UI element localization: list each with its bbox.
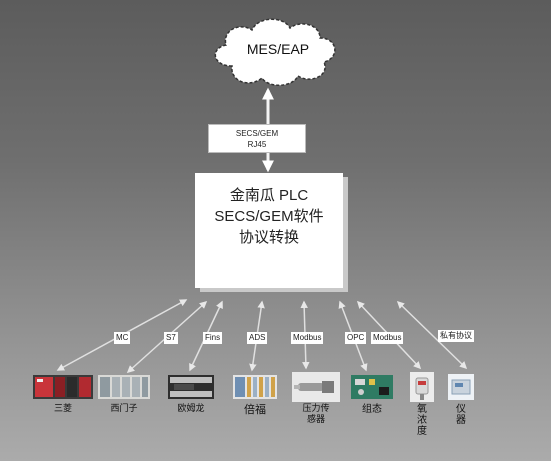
plc-converter-box: 金南瓜 PLC SECS/GEM软件 协议转换 bbox=[195, 173, 343, 288]
device-label-instrument: 仪 器 bbox=[456, 404, 466, 426]
device-label-oxygen: 氧 浓 度 bbox=[417, 404, 427, 437]
omron-plc-icon bbox=[168, 375, 214, 399]
instrument-icon bbox=[448, 374, 474, 400]
device-label-beckhoff: 倍福 bbox=[244, 403, 266, 416]
scada-board-icon bbox=[351, 375, 393, 399]
arrow-private bbox=[396, 300, 468, 370]
protocol-tag-s7: S7 bbox=[164, 332, 178, 344]
link-protocol-label: SECS/GEM bbox=[235, 129, 279, 138]
mitsubishi-plc-icon bbox=[33, 375, 93, 399]
plc-title: 金南瓜 PLC bbox=[229, 187, 309, 204]
plc-software-label: SECS/GEM软件 bbox=[214, 208, 324, 225]
protocol-tag-modbus-2: Modbus bbox=[371, 332, 404, 344]
device-label-mitsubishi: 三菱 bbox=[53, 404, 72, 414]
protocol-tag-opc: OPC bbox=[345, 332, 367, 344]
pressure-sensor-icon bbox=[292, 372, 340, 402]
siemens-plc-icon bbox=[98, 375, 150, 399]
protocol-tag-modbus-1: Modbus bbox=[291, 332, 324, 344]
oxygen-sensor-icon bbox=[410, 372, 434, 402]
link-port-label: RJ45 bbox=[247, 140, 267, 149]
link-label-box: SECS/GEM RJ45 bbox=[208, 124, 306, 153]
protocol-tag-private: 私有协议 bbox=[438, 330, 474, 342]
cloud-shape bbox=[214, 18, 336, 86]
protocol-tag-mc: MC bbox=[114, 332, 131, 344]
cloud-label: MES/EAP bbox=[246, 41, 310, 57]
device-label-siemens: 西门子 bbox=[110, 404, 138, 414]
protocol-tag-ads: ADS bbox=[247, 332, 268, 344]
device-label-omron: 欧姆龙 bbox=[177, 404, 205, 414]
device-label-pressure-sensor: 压力传 感器 bbox=[302, 404, 330, 425]
plc-function-label: 协议转换 bbox=[238, 229, 299, 246]
beckhoff-plc-icon bbox=[233, 375, 277, 399]
protocol-tag-fins: Fins bbox=[203, 332, 223, 344]
device-label-scada: 组态 bbox=[362, 404, 382, 415]
